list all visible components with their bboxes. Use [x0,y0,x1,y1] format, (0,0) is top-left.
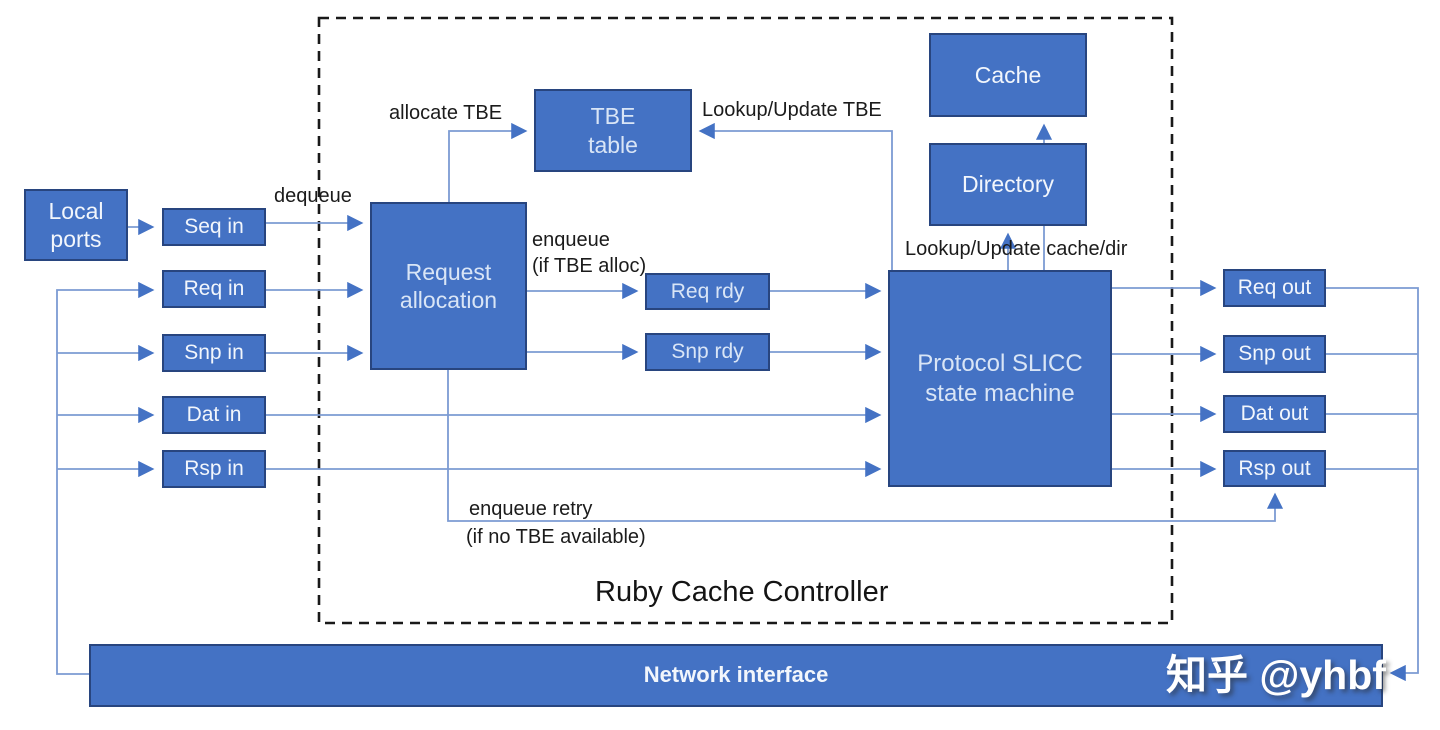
watermark: 知乎 @yhbf [1166,652,1386,698]
diagram-title: Ruby Cache Controller [595,576,889,608]
dequeue-label: dequeue [274,185,352,207]
network-interface-bar: Network interface [89,644,1383,707]
dat-in-box: Dat in [162,396,266,434]
protocol-slicc-state-machine-box: Protocol SLICC state machine [888,270,1112,487]
req-in-box: Req in [162,270,266,308]
enqueue-label: enqueue [532,229,610,251]
snp-rdy-box: Snp rdy [645,333,770,371]
req-rdy-box: Req rdy [645,273,770,310]
lookup-update-cache-dir-label: Lookup/Update cache/dir [905,238,1128,260]
rsp-in-box: Rsp in [162,450,266,488]
lookup-update-tbe-label: Lookup/Update TBE [702,99,882,121]
enqueue-condition-label: (if TBE alloc) [532,255,647,277]
enqueue-retry-label: enqueue retry [469,498,593,520]
snp-in-box: Snp in [162,334,266,372]
snp-out-box: Snp out [1223,335,1326,373]
directory-box: Directory [929,143,1087,226]
local-ports-box: Local ports [24,189,128,261]
dat-out-box: Dat out [1223,395,1326,433]
cache-box: Cache [929,33,1087,117]
rsp-out-box: Rsp out [1223,450,1326,487]
seq-in-box: Seq in [162,208,266,246]
req-out-box: Req out [1223,269,1326,307]
tbe-table-box: TBE table [534,89,692,172]
enqueue-retry-condition-label: (if no TBE available) [466,526,646,548]
allocate-tbe-label: allocate TBE [389,102,503,124]
request-allocation-box: Request allocation [370,202,527,370]
ruby-cache-controller-dashed-border [317,16,1174,625]
